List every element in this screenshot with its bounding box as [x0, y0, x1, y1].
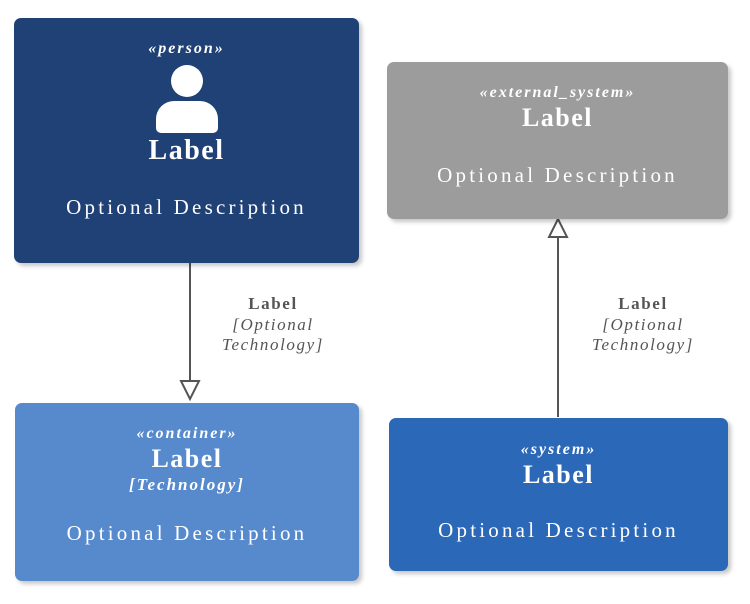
node-description: Optional Description	[66, 521, 308, 545]
node-description: Optional Description	[437, 163, 678, 187]
person-icon-head	[170, 65, 203, 97]
person-icon	[154, 65, 220, 133]
edge-label-technology-line1: [Optional	[602, 314, 684, 334]
edge-label-technology-line2: Technology]	[222, 335, 324, 355]
node-label: Label	[522, 460, 595, 489]
node-label: Label	[521, 103, 594, 132]
node-person[interactable]: «person» Label Optional Description	[14, 18, 359, 263]
node-description: Optional Description	[66, 195, 307, 219]
node-container[interactable]: «container» Label [Technology] Optional …	[15, 403, 359, 581]
node-system[interactable]: «system» Label Optional Description	[389, 418, 728, 571]
edge-person-to-container[interactable]	[179, 263, 201, 402]
node-label: Label	[151, 444, 223, 473]
edge-label-technology-line1: [Optional	[232, 314, 314, 334]
edge-label-name: Label	[248, 294, 298, 313]
edge-system-to-external-system[interactable]	[547, 216, 569, 417]
node-description: Optional Description	[438, 518, 679, 542]
node-label: Label	[148, 135, 225, 166]
node-stereotype: «external_system»	[479, 84, 636, 101]
node-stereotype: «container»	[136, 425, 238, 442]
edge-label-technology-line2: Technology]	[592, 335, 694, 355]
person-icon-body	[155, 101, 218, 133]
edge-label-name: Label	[618, 294, 668, 313]
edge-label-person-to-container: Label [Optional Technology]	[198, 294, 348, 356]
node-external-system[interactable]: «external_system» Label Optional Descrip…	[387, 62, 728, 219]
edge-label-system-to-external-system: Label [Optional Technology]	[568, 294, 718, 356]
node-technology: [Technology]	[129, 475, 245, 494]
node-stereotype: «person»	[148, 40, 225, 57]
node-stereotype: «system»	[520, 441, 597, 458]
